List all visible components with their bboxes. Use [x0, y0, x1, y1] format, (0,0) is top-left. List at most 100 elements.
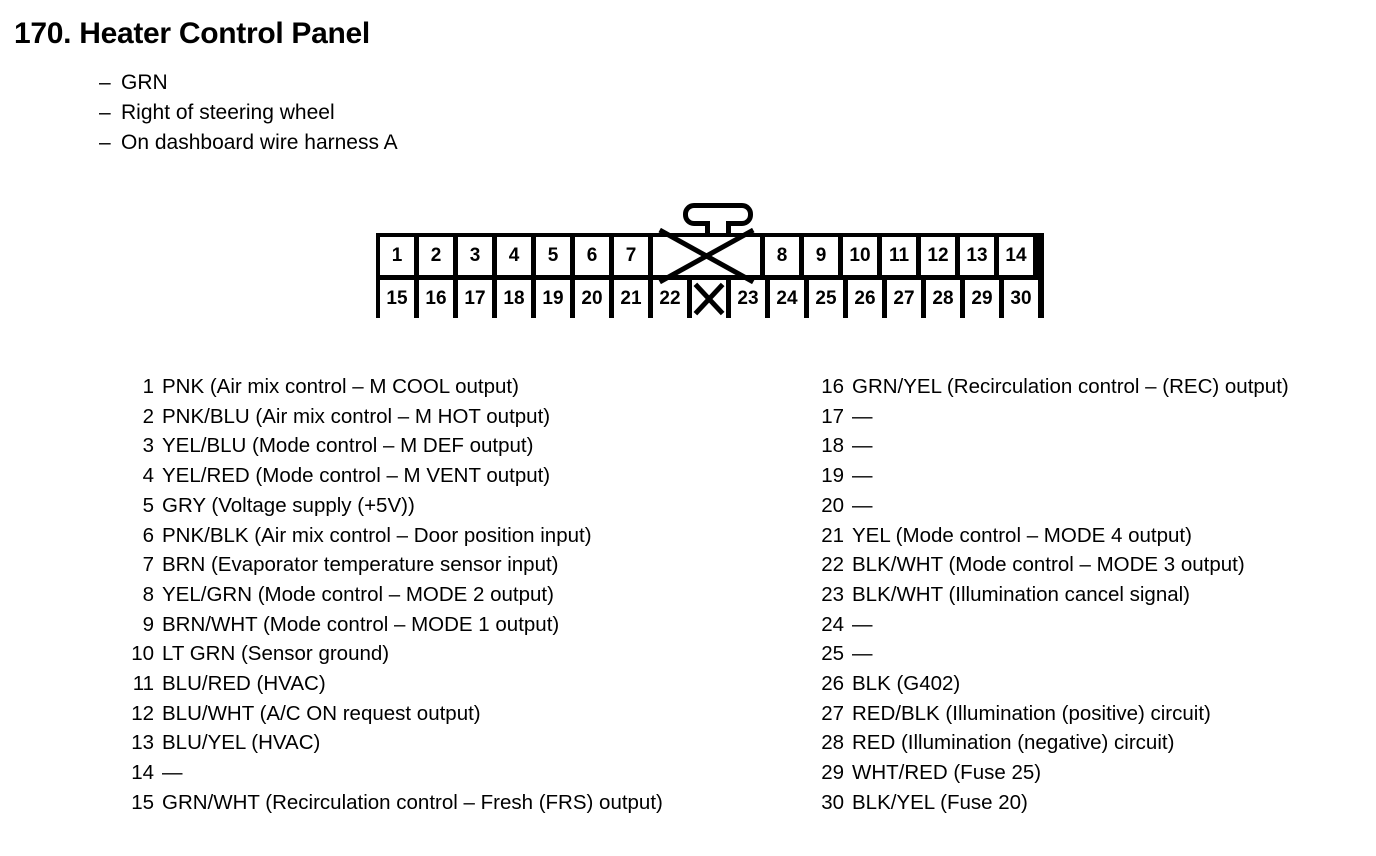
- connector-pin-1: 1: [380, 237, 414, 275]
- pin-number: 17: [821, 404, 844, 428]
- connector-pin-26: 26: [848, 280, 882, 318]
- pin-description: YEL (Mode control – MODE 4 output): [852, 523, 1192, 547]
- connector-blank-cell: [653, 237, 760, 275]
- connector-pin-29: 29: [965, 280, 999, 318]
- pin-row: 30 BLK/YEL (Fuse 20): [818, 788, 1289, 818]
- connector-pin-14: 14: [999, 237, 1033, 275]
- connector-pin-11: 11: [882, 237, 916, 275]
- pin-number: 22: [821, 553, 844, 577]
- pin-description: YEL/GRN (Mode control – MODE 2 output): [162, 582, 554, 606]
- pin-number: 20: [821, 493, 844, 517]
- pin-number: 1: [142, 375, 154, 398]
- pin-row: 18 —: [818, 431, 1289, 461]
- pin-row: 12 BLU/WHT (A/C ON request output): [128, 699, 663, 729]
- pin-description: BLU/WHT (A/C ON request output): [162, 701, 481, 725]
- pin-description: YEL/BLU (Mode control – M DEF output): [162, 434, 534, 458]
- pin-row: 19 —: [818, 461, 1289, 491]
- pin-description: BLK/YEL (Fuse 20): [852, 790, 1028, 814]
- bullet-dash-icon: –: [99, 101, 111, 124]
- pin-description: BLU/RED (HVAC): [162, 672, 326, 696]
- pin-description: —: [852, 434, 873, 458]
- pin-description: RED/BLK (Illumination (positive) circuit…: [852, 701, 1211, 725]
- connector-pin-30: 30: [1004, 280, 1038, 318]
- pin-row: 11 BLU/RED (HVAC): [128, 669, 663, 699]
- page-title: 170. Heater Control Panel: [14, 17, 370, 50]
- pin-number: 19: [821, 464, 844, 488]
- bullet-dash-icon: –: [99, 71, 111, 94]
- pin-description: BLK/WHT (Illumination cancel signal): [852, 582, 1190, 606]
- connector-pin-15: 15: [380, 280, 414, 318]
- connector-pin-18: 18: [497, 280, 531, 318]
- connector-description-list: –GRN–Right of steering wheel–On dashboar…: [99, 68, 398, 158]
- pin-description: GRY (Voltage supply (+5V)): [162, 493, 415, 517]
- pin-description: GRN/YEL (Recirculation control – (REC) o…: [852, 375, 1289, 398]
- pin-number: 4: [142, 464, 154, 488]
- pin-description: WHT/RED (Fuse 25): [852, 761, 1042, 785]
- pin-number: 15: [131, 790, 154, 814]
- pin-number: 11: [132, 672, 154, 696]
- pin-description: BLK (G402): [852, 672, 961, 696]
- pin-description: LT GRN (Sensor ground): [162, 642, 390, 666]
- connector-pin-24: 24: [770, 280, 804, 318]
- pin-row: 20—: [818, 491, 1289, 521]
- pin-row: 3 YEL/BLU (Mode control – M DEF output): [128, 431, 663, 461]
- connector-latch-tab: [683, 203, 753, 235]
- pin-number: 30: [821, 790, 844, 814]
- pin-description: —: [852, 642, 873, 666]
- connector-pin-9: 9: [804, 237, 838, 275]
- pin-number: 5: [142, 493, 154, 517]
- pin-number: 16: [821, 375, 844, 398]
- pin-number: 29: [821, 761, 844, 785]
- pin-number: 25: [821, 642, 844, 666]
- pin-row: 25 —: [818, 639, 1289, 669]
- pin-row: 22 BLK/WHT (Mode control – MODE 3 output): [818, 550, 1289, 580]
- pin-description: GRN/WHT (Recirculation control – Fresh (…: [162, 790, 663, 814]
- connector-description-item: –GRN: [99, 68, 398, 98]
- bullet-dash-icon: –: [99, 131, 111, 154]
- pin-number: 14: [131, 761, 154, 785]
- pin-number: 28: [821, 731, 844, 755]
- connector-description-text: Right of steering wheel: [121, 101, 335, 124]
- pin-number: 6: [142, 523, 154, 547]
- connector-description-item: –Right of steering wheel: [99, 98, 398, 128]
- connector-pin-4: 4: [497, 237, 531, 275]
- pin-number: 18: [821, 434, 844, 458]
- pin-number: 12: [131, 701, 154, 725]
- pin-description: BLK/WHT (Mode control – MODE 3 output): [852, 553, 1245, 577]
- pin-description: —: [162, 761, 183, 785]
- pin-number: 7: [142, 553, 154, 577]
- pin-number: 10: [131, 642, 154, 666]
- connector-description-item: –On dashboard wire harness A: [99, 128, 398, 158]
- connector-pin-7: 7: [614, 237, 648, 275]
- pin-row: 24—: [818, 610, 1289, 640]
- pin-row: 15 GRN/WHT (Recirculation control – Fresh…: [128, 788, 663, 818]
- connector-pin-16: 16: [419, 280, 453, 318]
- pin-number: 3: [142, 434, 154, 458]
- connector-pin-27: 27: [887, 280, 921, 318]
- connector-pin-6: 6: [575, 237, 609, 275]
- pin-number: 21: [821, 523, 844, 547]
- pin-description: —: [852, 464, 873, 488]
- connector-pin-25: 25: [809, 280, 843, 318]
- connector-pin-5: 5: [536, 237, 570, 275]
- pin-description: BRN/WHT (Mode control – MODE 1 output): [162, 612, 560, 636]
- connector-pin-23: 23: [731, 280, 765, 318]
- pin-row: 16 GRN/YEL (Recirculation control – (REC)…: [818, 372, 1289, 402]
- connector-pin-17: 17: [458, 280, 492, 318]
- pin-description: —: [852, 404, 873, 428]
- connector-pin-28: 28: [926, 280, 960, 318]
- pin-number: 13: [131, 731, 154, 755]
